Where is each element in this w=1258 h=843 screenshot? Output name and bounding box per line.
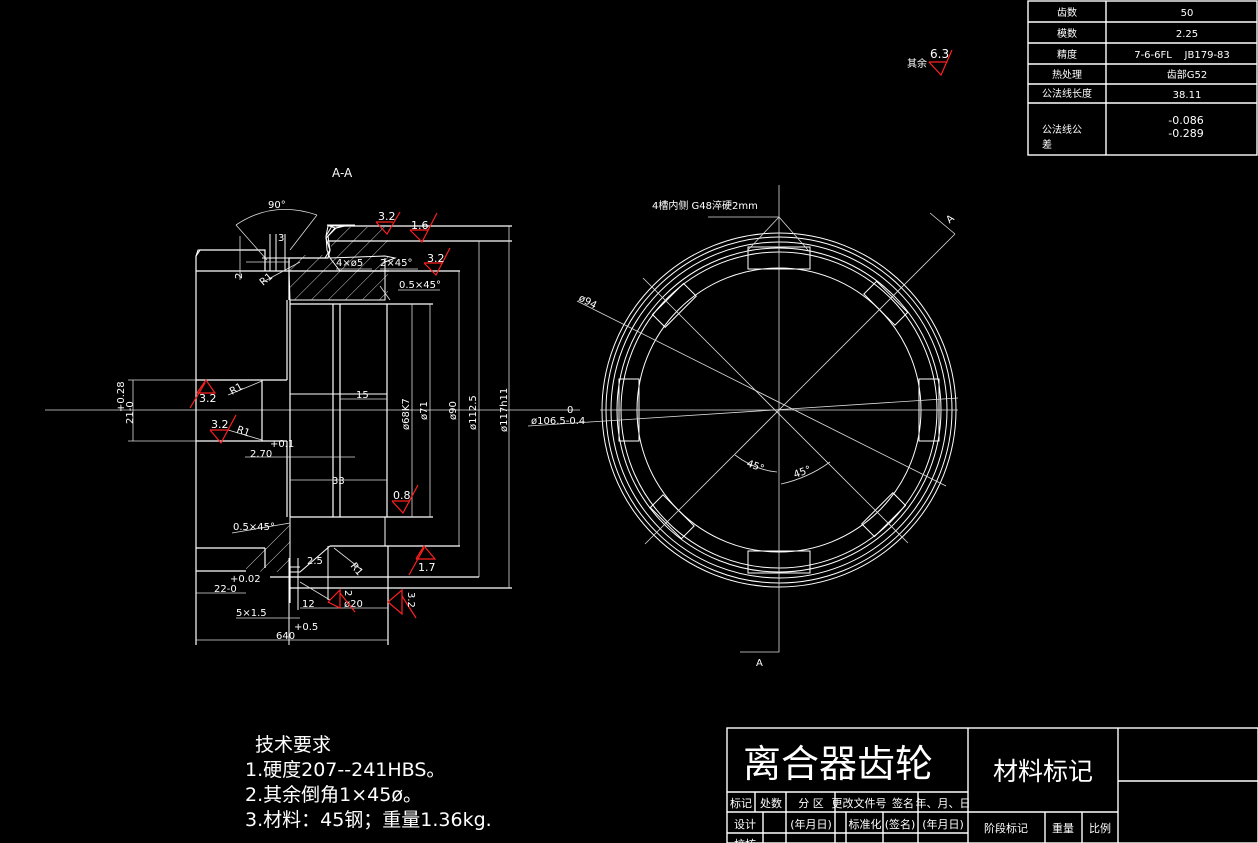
param-value: 7-6-6FL JB179-83 bbox=[1134, 50, 1230, 61]
dim-15: 15 bbox=[356, 390, 369, 401]
roughness-value: 3.2 bbox=[405, 592, 416, 608]
roughness-value: 3.2 bbox=[211, 418, 229, 431]
section-title: A-A bbox=[332, 166, 353, 180]
row2-cell: (签名) bbox=[885, 817, 916, 831]
param-label: 公法线长度 bbox=[1042, 87, 1092, 100]
dim-d106: ø106.5-0.4 bbox=[531, 416, 585, 427]
dim-angle: 90° bbox=[268, 200, 286, 211]
part-name: 离合器齿轮 bbox=[743, 742, 933, 786]
dim-d90: ø90 bbox=[448, 401, 459, 420]
param-label: 公法线公差 bbox=[1042, 123, 1082, 151]
param-label: 精度 bbox=[1057, 48, 1077, 61]
roughness-value: 2 bbox=[342, 590, 353, 596]
param-value-lower: -0.289 bbox=[1168, 127, 1203, 140]
section-mark-top: A bbox=[944, 213, 956, 226]
roughness-value: 3.2 bbox=[199, 392, 217, 405]
roughness-value: 1.7 bbox=[418, 561, 436, 574]
dim-33: 33 bbox=[332, 476, 345, 487]
params-table: 齿数 50 模数 2.25 精度 7-6-6FL JB179-83 热处理 齿部… bbox=[1027, 0, 1258, 156]
dim-d94: ø94 bbox=[577, 293, 599, 312]
param-value: 38.11 bbox=[1173, 90, 1202, 101]
dim-640: 640 bbox=[276, 631, 295, 642]
dim-r1-a: R1 bbox=[228, 381, 245, 397]
dim-d117: ø117h11 bbox=[499, 388, 510, 432]
dim-holes: 4×ø5 bbox=[336, 258, 363, 269]
dim-270: 2.70 bbox=[250, 449, 272, 460]
roughness-value: 0.8 bbox=[393, 489, 411, 502]
angle-right: 45° bbox=[792, 464, 812, 480]
header-cell: 签名 bbox=[892, 796, 914, 810]
dim-r1-b: R1 bbox=[235, 424, 251, 439]
param-label: 齿数 bbox=[1057, 6, 1077, 19]
front-note: 4槽内侧 G48淬硬2mm bbox=[652, 199, 758, 212]
header-cell: 年、月、日 bbox=[916, 796, 971, 810]
dim-chamfer-05: 0.5×45° bbox=[399, 280, 441, 291]
tech-requirements: 技术要求 1.硬度207--241HBS。 2.其余倒角1×45ø。 3.材料：… bbox=[245, 733, 492, 833]
dim-bore-tol-upper: +0.28 bbox=[116, 381, 127, 412]
dim-3: 3 bbox=[278, 233, 284, 244]
dim-r1-bottom: R1 bbox=[348, 561, 365, 578]
row2-cell: 标准化 bbox=[849, 817, 882, 831]
material-mark: 材料标记 bbox=[993, 757, 1093, 786]
row2-cell: (年月日) bbox=[922, 817, 964, 831]
tech-item: 2.其余倒角1×45ø。 bbox=[245, 784, 422, 806]
param-value: 齿部G52 bbox=[1167, 68, 1207, 81]
tech-title: 技术要求 bbox=[255, 734, 332, 756]
dim-r1-top: R1 bbox=[258, 271, 275, 288]
angle-left: 45° bbox=[745, 458, 765, 474]
roughness-symbols bbox=[189, 211, 451, 619]
dim-270-tol: +0.1 bbox=[270, 439, 294, 450]
row2-cell: 设计 bbox=[734, 818, 756, 831]
dim-d20: ø20 bbox=[344, 599, 363, 610]
row2-cell: (年月日) bbox=[790, 817, 832, 831]
param-value: 50 bbox=[1181, 8, 1194, 19]
title-block: 离合器齿轮 材料标记 标记 处数 分 区 更改文件号 签名 年、月、日 设计 (… bbox=[726, 727, 1258, 843]
roughness-value: 3.2 bbox=[378, 210, 396, 223]
header-cell: 分 区 bbox=[798, 797, 824, 810]
param-value-upper: -0.086 bbox=[1168, 114, 1203, 127]
tech-item: 3.材料：45钢；重量1.36kg. bbox=[245, 809, 492, 831]
roughness-note: 其余 6.3 bbox=[907, 47, 953, 77]
scale-label: 比例 bbox=[1089, 821, 1111, 835]
dim-chamfer-2x45: 2×45° bbox=[380, 258, 412, 269]
roughness-note-value: 6.3 bbox=[930, 47, 949, 61]
row3-cell: 校核 bbox=[734, 837, 756, 843]
section-view: A-A bbox=[45, 166, 580, 645]
dim-25: 2.5 bbox=[307, 556, 323, 567]
header-cell: 更改文件号 bbox=[832, 796, 887, 810]
dim-5x15: 5×1.5 bbox=[236, 608, 267, 619]
dim-d68: ø68K7 bbox=[401, 398, 412, 430]
weight-label: 重量 bbox=[1052, 821, 1074, 835]
dim-640-tol: +0.5 bbox=[294, 622, 318, 633]
header-cell: 标记 bbox=[730, 796, 752, 810]
dim-22-tol: +0.02 bbox=[230, 574, 261, 585]
dim-22: 22-0 bbox=[214, 584, 237, 595]
param-label: 模数 bbox=[1057, 27, 1077, 40]
dim-d112: ø112.5 bbox=[468, 395, 479, 430]
roughness-value: 1.6 bbox=[411, 219, 429, 232]
dim-12: 12 bbox=[302, 599, 315, 610]
dim-2: 2 bbox=[234, 273, 245, 279]
dim-chamfer-05-bottom: 0.5×45° bbox=[233, 522, 275, 533]
dim-d71: ø71 bbox=[419, 401, 430, 420]
param-value: 2.25 bbox=[1176, 29, 1198, 40]
roughness-note-prefix: 其余 bbox=[907, 57, 927, 70]
tech-item: 1.硬度207--241HBS。 bbox=[245, 759, 446, 781]
dim-d106-upper: 0 bbox=[567, 405, 573, 416]
dim-bore-tol-lower: 21-0 bbox=[125, 401, 136, 424]
stage-mark: 阶段标记 bbox=[984, 821, 1028, 835]
section-mark-bottom: A bbox=[756, 658, 763, 669]
header-cell: 处数 bbox=[760, 797, 782, 810]
front-view: 4槽内侧 G48淬硬2mm A A ø94 0 ø106.5-0.4 45° 4… bbox=[527, 185, 959, 669]
roughness-value: 3.2 bbox=[427, 252, 445, 265]
param-label: 热处理 bbox=[1052, 68, 1082, 81]
